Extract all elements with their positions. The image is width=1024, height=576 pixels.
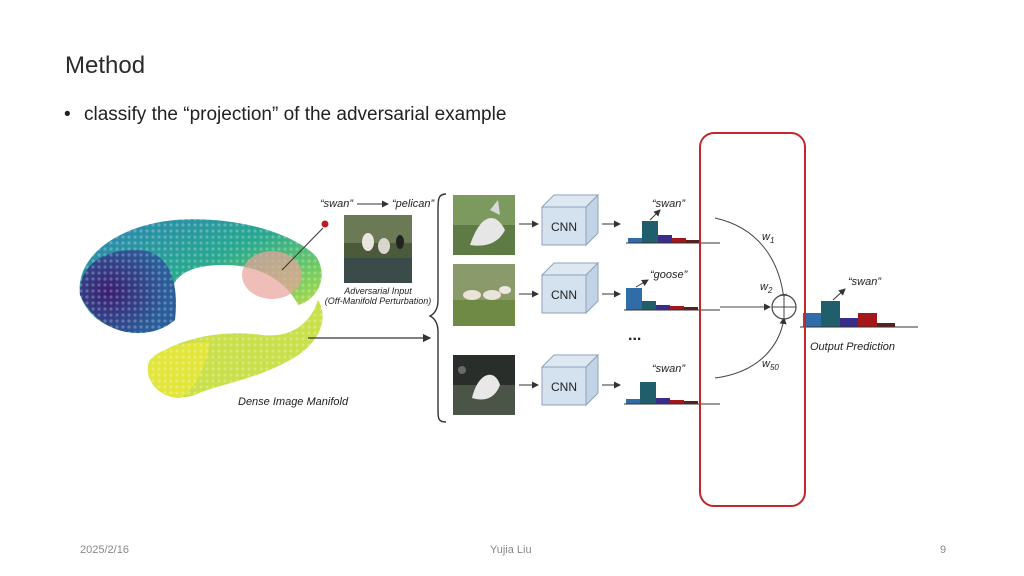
label-original-class: “swan” (320, 198, 354, 210)
cnn-label-2: CNN (551, 288, 577, 302)
sample-image-1 (453, 195, 515, 255)
bullet-item: • classify the “projection” of the advers… (64, 104, 506, 126)
prediction-pointer-2 (635, 279, 649, 288)
output-caption: Output Prediction (810, 341, 895, 353)
bullet-text: classify the “projection” of the adversa… (84, 104, 507, 125)
adversarial-input-image (344, 215, 412, 283)
prediction-histogram-1 (626, 221, 720, 244)
sum-node (771, 294, 797, 320)
dense-image-manifold (79, 219, 323, 398)
output-histogram (800, 301, 918, 328)
cnn-box-1: CNN (540, 193, 600, 247)
cnn-label-3: CNN (551, 380, 577, 394)
prediction-pointer-1 (649, 209, 661, 221)
projection-line (281, 227, 324, 271)
cnn-label-1: CNN (551, 220, 577, 234)
label-adversarial-class: “pelican” (392, 198, 436, 210)
weight-label-3: w50 (762, 358, 779, 372)
output-pointer (832, 288, 846, 301)
slide-title: Method (65, 52, 146, 79)
projection-region (242, 251, 302, 299)
weight-label-2: w2 (760, 281, 773, 295)
manifold-label: Dense Image Manifold (238, 396, 349, 408)
prediction-histogram-2 (624, 288, 720, 311)
cnn-box-2: CNN (540, 261, 600, 315)
adversarial-input-subtitle: (Off-Manifold Perturbation) (325, 296, 432, 306)
footer-page-number: 9 (940, 544, 947, 556)
samples-brace (428, 193, 447, 423)
prediction-histogram-3 (624, 382, 720, 405)
footer-date: 2025/2/16 (80, 544, 129, 556)
output-prediction-class: “swan” (848, 276, 882, 288)
sample-image-3 (453, 355, 515, 415)
bullet-marker: • (64, 104, 71, 125)
weight-connection-3 (714, 317, 787, 379)
cnn-box-3: CNN (540, 353, 600, 407)
adversarial-input-title: Adversarial Input (343, 286, 412, 296)
highlight-box (699, 132, 806, 507)
branch-prediction-2: “goose” (650, 269, 689, 281)
branch-prediction-3: “swan” (652, 363, 686, 375)
adversarial-point (321, 220, 329, 228)
sample-image-2 (453, 264, 515, 326)
weight-connection-1 (714, 217, 787, 301)
ellipsis: ... (628, 327, 641, 344)
branch-prediction-1: “swan” (652, 198, 686, 210)
weight-label-1: w1 (762, 231, 774, 245)
footer-author: Yujia Liu (490, 544, 532, 556)
